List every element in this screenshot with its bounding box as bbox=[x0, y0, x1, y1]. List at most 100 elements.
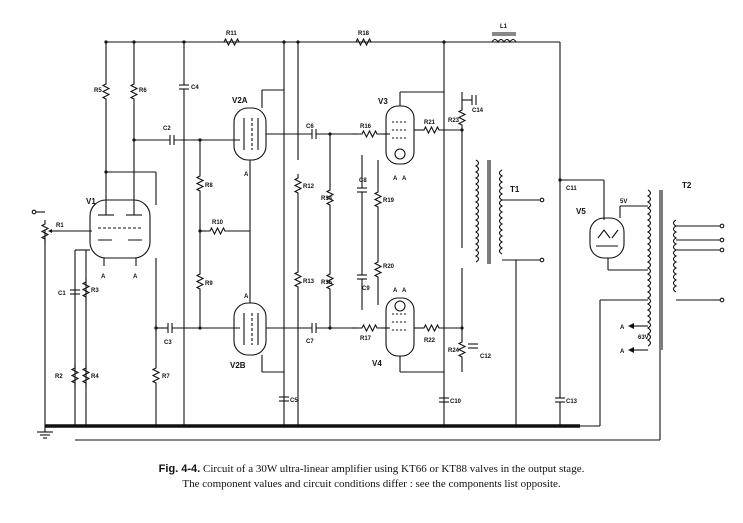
resistor-r18: R18 bbox=[351, 31, 377, 46]
capacitor-c12: C12 bbox=[468, 343, 492, 360]
resistor-r4: R4 bbox=[82, 363, 99, 389]
caption-text-1: Circuit of a 30W ultra-linear amplifier … bbox=[202, 463, 585, 475]
label-c7: C7 bbox=[306, 339, 314, 345]
label-a-v2b: A bbox=[244, 294, 249, 300]
label-r23: R23 bbox=[448, 118, 460, 124]
label-v4: V4 bbox=[372, 359, 382, 368]
label-c1: C1 bbox=[58, 291, 66, 297]
valve-v2a: V2A A bbox=[232, 96, 267, 178]
caption-line-2: The component values and circuit conditi… bbox=[182, 478, 561, 490]
capacitor-c4: C4 bbox=[179, 42, 199, 426]
label-r3: R3 bbox=[91, 288, 99, 294]
label-a-heater1: A bbox=[620, 325, 625, 331]
capacitor-c5: C5 bbox=[279, 396, 298, 404]
valve-v5: V5 bbox=[576, 207, 625, 259]
label-r4: R4 bbox=[91, 374, 99, 380]
resistor-r1: R1 bbox=[41, 219, 92, 245]
label-t1: T1 bbox=[510, 185, 520, 194]
label-r7: R7 bbox=[162, 374, 170, 380]
label-a-v2a: A bbox=[244, 172, 249, 178]
mains-tap-3 bbox=[719, 247, 725, 253]
label-r11: R11 bbox=[226, 31, 237, 37]
label-a-v1l: A bbox=[101, 274, 106, 280]
capacitor-c13: C13 bbox=[555, 180, 578, 426]
resistor-r5: R5 bbox=[94, 42, 110, 172]
resistor-r17: R17 bbox=[357, 324, 383, 342]
label-c2: C2 bbox=[163, 126, 171, 132]
label-r24: R24 bbox=[448, 348, 460, 354]
label-r8: R8 bbox=[205, 183, 213, 189]
label-v2a: V2A bbox=[232, 96, 248, 105]
resistor-r16: R16 bbox=[357, 124, 383, 138]
junction-dots bbox=[73, 40, 562, 428]
label-r22: R22 bbox=[424, 338, 436, 344]
capacitor-c10: C10 bbox=[439, 397, 462, 405]
resistor-r14: R14 bbox=[321, 185, 334, 211]
transformer-t1: T1 bbox=[474, 159, 520, 264]
label-c10: C10 bbox=[450, 399, 462, 405]
label-r17: R17 bbox=[360, 336, 372, 342]
resistor-r22: R22 bbox=[419, 324, 445, 344]
label-v3: V3 bbox=[378, 97, 388, 106]
resistor-r9: R9 bbox=[196, 269, 213, 295]
label-c11: C11 bbox=[566, 186, 577, 192]
mains-tap-1 bbox=[719, 223, 725, 229]
resistor-r3: R3 bbox=[82, 277, 99, 303]
resistor-r8: R8 bbox=[196, 171, 213, 197]
label-r21: R21 bbox=[424, 120, 436, 126]
valve-v1: V1 A A bbox=[86, 197, 151, 280]
output-terminal-bottom bbox=[539, 257, 545, 263]
label-r9: R9 bbox=[205, 281, 213, 287]
label-r14: R14 bbox=[321, 196, 333, 202]
valve-v2b: V2B A bbox=[230, 294, 267, 370]
label-c4: C4 bbox=[191, 85, 199, 91]
label-r16: R16 bbox=[360, 124, 372, 130]
capacitor-c14: C14 bbox=[462, 95, 484, 114]
output-terminal-top bbox=[539, 197, 545, 203]
label-a-v1r: A bbox=[133, 274, 138, 280]
label-a-v3r: A bbox=[402, 176, 407, 182]
label-a-v3l: A bbox=[393, 176, 398, 182]
figure-caption: Fig. 4-4. Circuit of a 30W ultra-linear … bbox=[0, 462, 743, 492]
capacitor-c2: C2 bbox=[163, 126, 175, 145]
resistor-r12: R12 bbox=[294, 173, 315, 199]
resistor-r6: R6 bbox=[130, 42, 147, 140]
valve-v3: V3 A A bbox=[378, 97, 415, 182]
label-c8: C8 bbox=[359, 178, 367, 184]
label-r18: R18 bbox=[358, 31, 370, 37]
resistor-r24: R24 bbox=[448, 337, 466, 363]
label-l1: L1 bbox=[500, 24, 508, 30]
caption-label: Fig. 4-4. bbox=[158, 463, 201, 475]
transformer-t2: T2 bbox=[646, 181, 692, 350]
label-c5: C5 bbox=[290, 398, 298, 404]
capacitor-c6: C6 bbox=[306, 124, 317, 139]
capacitor-c9: C9 bbox=[357, 274, 370, 292]
choke-l1: L1 bbox=[491, 24, 517, 44]
label-v1: V1 bbox=[86, 197, 96, 206]
label-r1: R1 bbox=[56, 223, 64, 229]
label-c13: C13 bbox=[566, 399, 578, 405]
mains-tap-4 bbox=[719, 297, 725, 303]
label-r20: R20 bbox=[383, 264, 395, 270]
resistor-r11: R11 bbox=[219, 31, 245, 46]
resistor-r15: R15 bbox=[321, 269, 334, 295]
capacitor-c1: C1 bbox=[58, 289, 80, 297]
caption-line-1: Fig. 4-4. Circuit of a 30W ultra-linear … bbox=[0, 462, 743, 477]
label-a-v4l: A bbox=[393, 288, 398, 294]
label-r10: R10 bbox=[212, 220, 224, 226]
label-a-v4r: A bbox=[402, 288, 407, 294]
label-r15: R15 bbox=[321, 280, 333, 286]
label-r6: R6 bbox=[139, 88, 147, 94]
label-r2: R2 bbox=[55, 374, 63, 380]
resistor-r13: R13 bbox=[294, 267, 315, 293]
label-v2b: V2B bbox=[230, 361, 246, 370]
resistor-r10: R10 bbox=[205, 220, 231, 235]
resistor-r7: R7 bbox=[152, 328, 170, 426]
capacitor-c7: C7 bbox=[306, 323, 317, 345]
label-a-heater2: A bbox=[620, 349, 625, 355]
label-t2: T2 bbox=[682, 181, 692, 190]
earth-symbol bbox=[37, 426, 53, 439]
label-c6: C6 bbox=[306, 124, 314, 130]
resistor-r23: R23 bbox=[448, 105, 466, 131]
label-r13: R13 bbox=[303, 279, 315, 285]
